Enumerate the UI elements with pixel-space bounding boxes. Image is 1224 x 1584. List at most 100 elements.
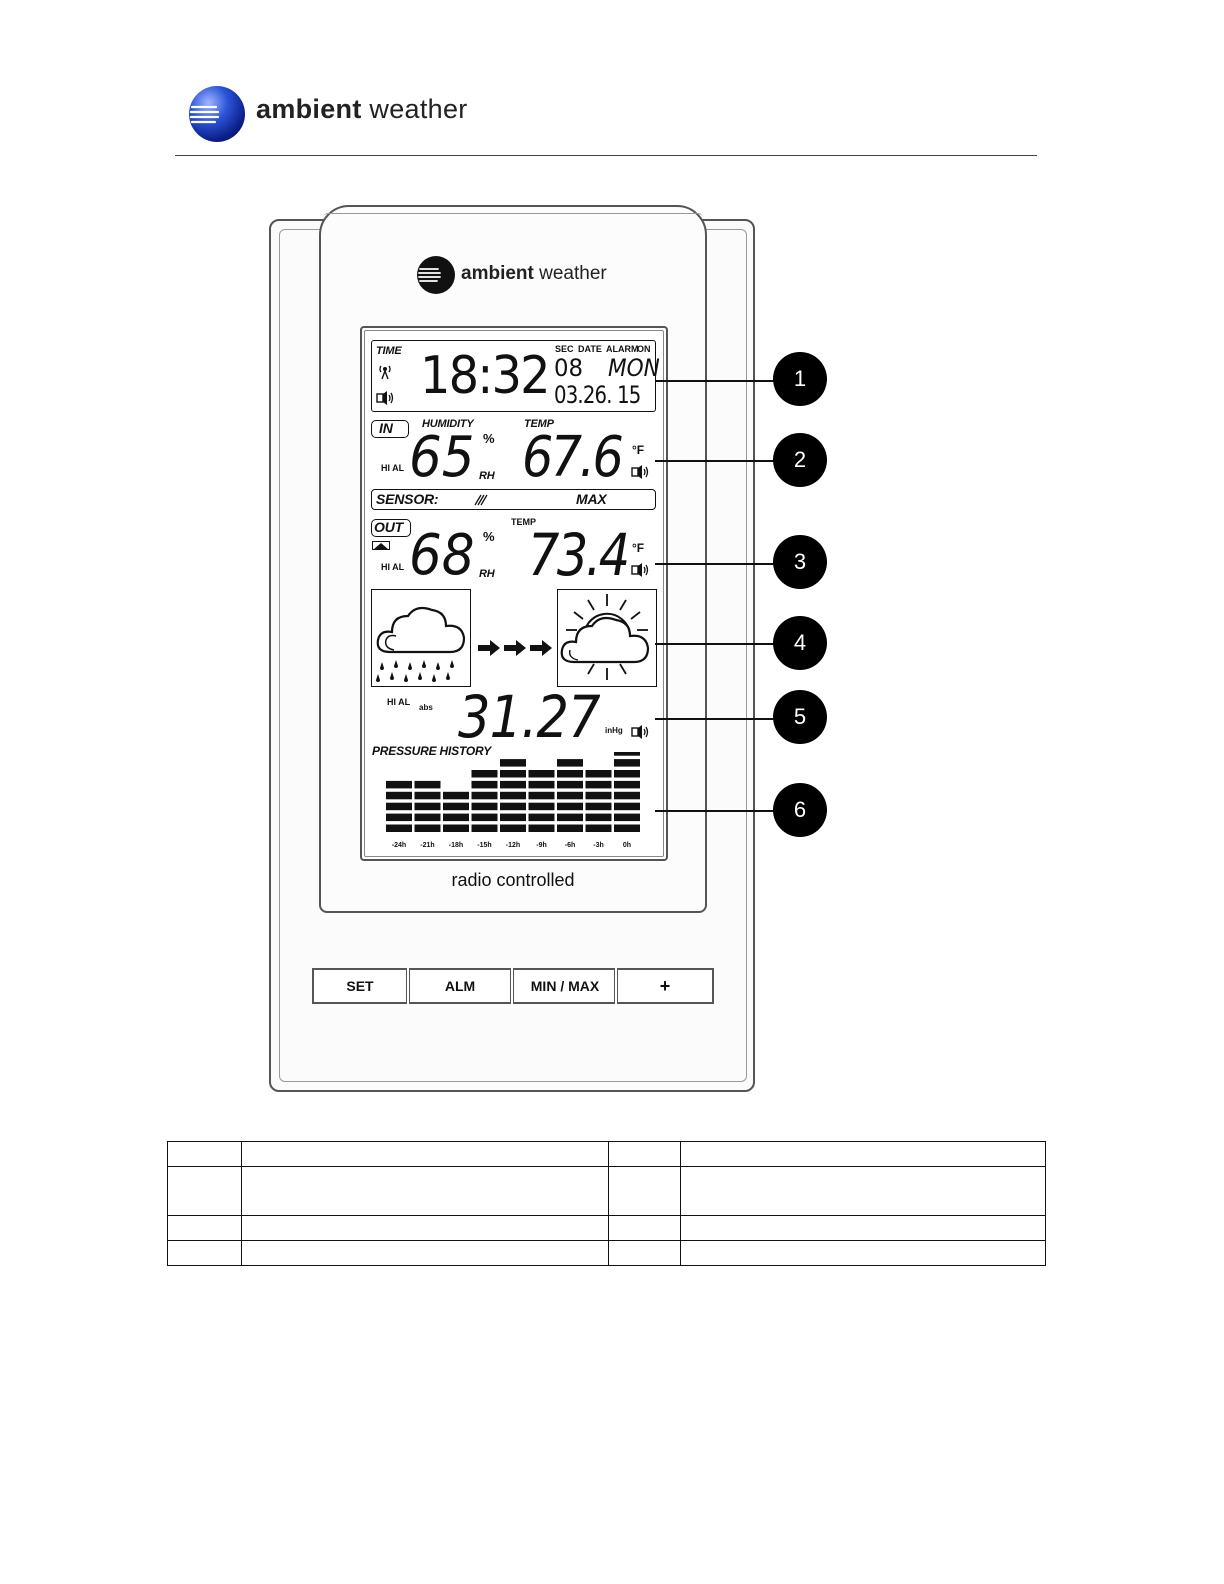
pressure-bar-segment [500,824,526,832]
indoor-tag: IN [379,420,393,436]
header-divider [175,155,1037,156]
table-row [167,1215,1046,1241]
pressure-hi-al: HI AL [387,697,411,707]
pressure-bar-segment [414,791,441,800]
alarm-label: ALARM [606,344,639,354]
pressure-bar-segment [414,780,441,789]
forecast-trend-arrows-icon [478,640,552,656]
pressure-bar-segment [614,791,640,800]
table-cell [167,1166,242,1216]
pressure-bar-segment [614,770,640,778]
device-face-bevel [323,213,703,218]
outdoor-temp-label: TEMP [511,517,537,527]
callout-leader [655,460,777,462]
table-row [167,1141,1046,1167]
pressure-bar-segment [471,824,498,832]
indoor-humidity-rh: RH [479,470,495,482]
brand-name: ambient weather [256,94,468,124]
outdoor-alarm-speaker-icon [631,563,649,577]
outdoor-hi-al: HI AL [381,562,405,572]
pressure-bar-segment [585,791,612,800]
outdoor-temp-value: 73.4 [528,521,630,589]
indoor-temp-value: 67.6 [522,425,624,490]
pressure-tick-label: -12h [506,842,520,849]
pressure-bar-segment [557,802,583,811]
indoor-temp-label: TEMP [524,418,554,430]
alarm-speaker-icon [376,391,394,405]
sensor-max-label: MAX [576,491,607,507]
button-divider [510,968,514,1004]
indoor-hi-al: HI AL [381,463,405,473]
pressure-tick-label: -24h [392,842,406,849]
indoor-humidity-value: 65 [409,425,475,490]
cloud-rain-icon [376,606,466,682]
device-logo-icon [417,256,455,294]
device-caption: radio controlled [451,870,575,890]
table-cell [241,1215,609,1241]
pressure-bar-segment [614,802,640,811]
outdoor-temp-unit: °F [632,541,645,555]
pressure-bar-segment [585,780,612,789]
pressure-bar-segment [386,802,412,811]
callout-leader [655,810,777,812]
pressure-bar-segment [471,813,498,822]
min-max-button[interactable]: MIN / MAX [530,978,600,994]
clock-time: 18:32 [420,346,551,406]
table-cell [608,1240,681,1266]
callout-leader [655,380,777,382]
pressure-bar-segment [500,813,526,822]
brand-logo-icon [189,86,245,142]
pressure-abs-label: abs [419,703,433,712]
plus-button[interactable]: + [659,976,671,996]
callout-marker: 5 [773,690,827,744]
pressure-tick-label: -21h [420,842,434,849]
pressure-tick-label: -9h [536,842,547,849]
sun-cloud-icon [560,594,650,680]
callout-marker: 4 [773,616,827,670]
callout-marker: 3 [773,535,827,589]
pressure-bar-segment [528,824,555,832]
table-cell [608,1215,681,1241]
outdoor-humidity-value: 68 [409,523,475,588]
description-table [167,1141,1046,1266]
pressure-value: 31.27 [458,683,601,751]
table-cell [680,1215,1046,1241]
pressure-bar-segment [471,802,498,811]
table-cell [608,1141,681,1167]
pressure-alarm-speaker-icon [631,725,649,739]
pressure-bar-segment [471,791,498,800]
callout-leader [655,718,777,720]
alarm-button[interactable]: ALM [444,978,476,994]
outdoor-tag-box [371,519,411,537]
table-cell [680,1166,1046,1216]
pressure-bar-segment [386,780,412,789]
set-button[interactable]: SET [346,978,374,994]
outdoor-humidity-rh: RH [479,568,495,580]
indoor-temp-unit: °F [632,443,645,457]
pressure-bar-segment [585,770,612,778]
pressure-bar-segment [528,780,555,789]
time-section [371,340,656,412]
pressure-bar-segment [414,824,441,832]
pressure-tick-label: -6h [565,842,576,849]
pressure-tick-label: 0h [623,842,631,849]
time-label: TIME [376,345,402,357]
button-divider [406,968,410,1004]
sensor-bar [371,489,656,510]
pressure-bar-segment [557,824,583,832]
brand-logo-stripes-icon [190,105,220,124]
pressure-unit: inHg [605,726,623,735]
pressure-bar-segment [386,813,412,822]
indoor-tag-box [371,420,409,438]
pressure-bar-segment [500,759,526,767]
pressure-bar-segment [443,813,469,822]
table-cell [241,1166,609,1216]
pressure-bar-segment [528,770,555,778]
pressure-bar-segment [414,813,441,822]
pressure-bar-segment [528,802,555,811]
callout-marker: 6 [773,783,827,837]
indoor-humidity-label: HUMIDITY [422,418,474,430]
outdoor-tag: OUT [374,519,403,535]
pressure-bar-segment [585,802,612,811]
pressure-bar-segment [500,770,526,778]
